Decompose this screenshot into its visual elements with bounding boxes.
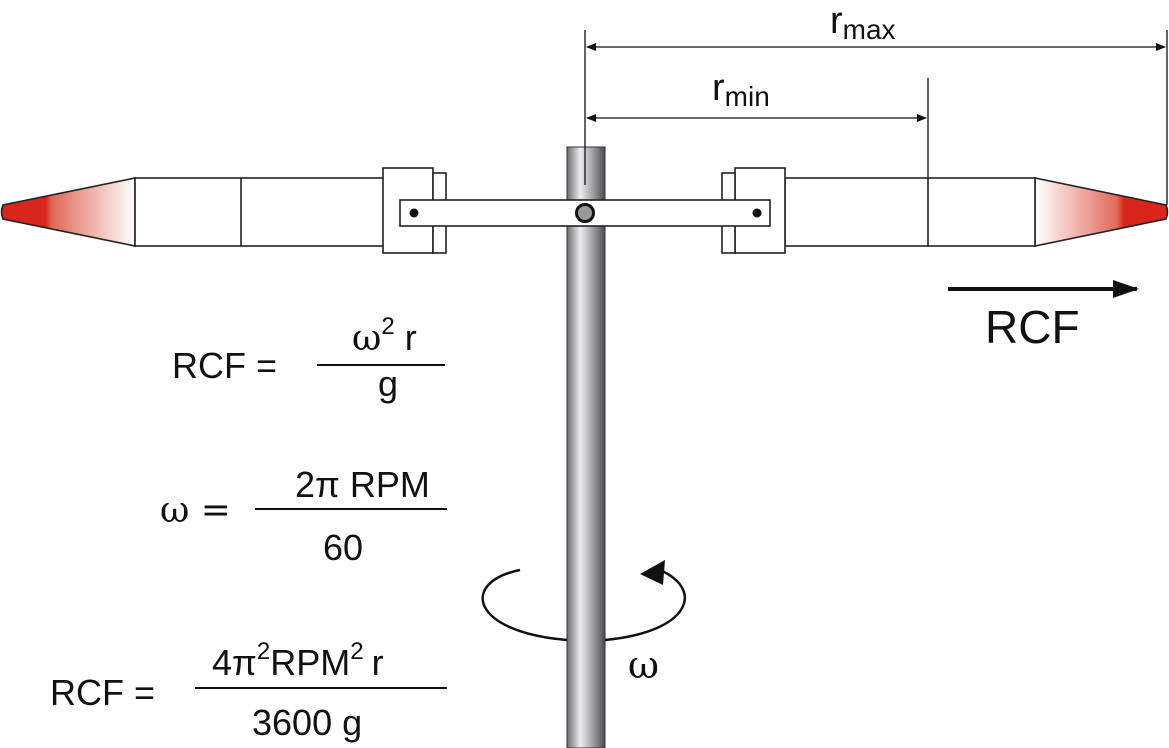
svg-text:g: g <box>378 363 398 404</box>
r-max-label: rmax <box>830 0 896 45</box>
svg-text:RCF =: RCF = <box>50 672 155 713</box>
formula-omega: ω = 2π RPM 60 <box>160 464 447 568</box>
svg-text:ω =: ω = <box>160 490 231 531</box>
rotation-arrow <box>481 568 687 642</box>
dimension-lines <box>584 30 1168 246</box>
rotor-arm <box>399 199 771 227</box>
omega-rotation-label: ω <box>628 643 659 687</box>
svg-text:RCF =: RCF = <box>172 345 277 386</box>
rotor-shaft <box>566 146 606 748</box>
svg-text:2π RPM: 2π RPM <box>295 464 430 505</box>
pivot <box>575 203 595 223</box>
rotation-arrowhead <box>640 560 665 585</box>
left-tube <box>0 167 447 254</box>
r-min-label: rmin <box>712 67 770 112</box>
right-tube <box>721 167 1169 254</box>
svg-text:60: 60 <box>323 527 363 568</box>
svg-text:3600 g: 3600 g <box>252 702 362 743</box>
svg-text:ω2r: ω2r <box>352 313 417 359</box>
rcf-arrow-label: RCF <box>985 301 1080 353</box>
